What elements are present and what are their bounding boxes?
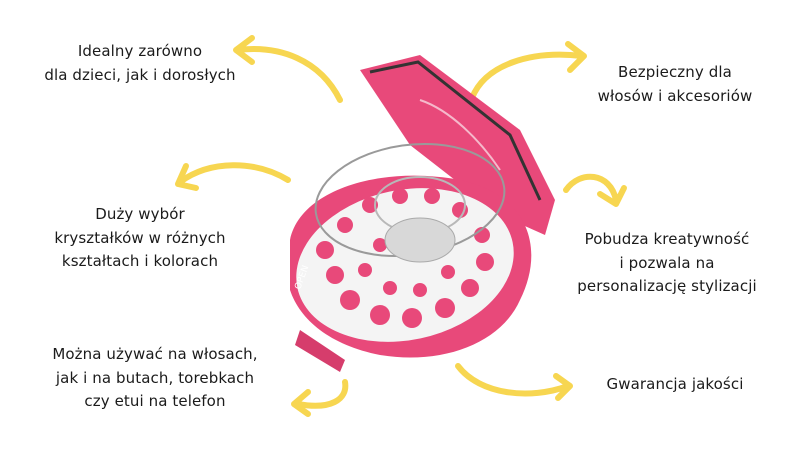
feature-creativity: Pobudza kreatywność i pozwala na persona… <box>577 228 756 299</box>
feature-usage: Można używać na włosach, jak i na butach… <box>52 343 257 414</box>
feature-choice: Duży wybór kryształków w różnych kształt… <box>54 203 225 274</box>
feature-quality: Gwarancja jakości <box>607 373 744 397</box>
feature-text: Duży wybór <box>95 205 185 223</box>
feature-text: Idealny zarówno <box>77 42 203 60</box>
arrow-icon <box>469 41 587 101</box>
arrow-icon <box>175 162 291 191</box>
feature-text: włosów i akcesoriów <box>597 86 753 105</box>
feature-text: dla dzieci, jak i dorosłych <box>44 65 236 84</box>
arrow-icon <box>455 363 573 401</box>
feature-text: Bezpieczny dla <box>618 63 732 81</box>
arrow-icon <box>563 173 627 207</box>
feature-text: i pozwala na <box>619 253 715 272</box>
feature-text: Pobudza kreatywność <box>584 230 750 248</box>
crystal-applicator-device: OPEN <box>290 55 555 372</box>
feature-text: kryształków w różnych <box>54 228 226 247</box>
feature-text: jak i na butach, torebkach <box>55 368 255 387</box>
feature-text: personalizację stylizacji <box>577 277 757 295</box>
arrow-icon <box>291 379 349 417</box>
feature-kids-adults: Idealny zarówno dla dzieci, jak i dorosł… <box>44 40 235 87</box>
feature-text: kształtach i kolorach <box>61 252 219 270</box>
feature-text: Można używać na włosach, <box>52 345 258 363</box>
feature-safe: Bezpieczny dla włosów i akcesoriów <box>598 61 753 108</box>
crystal-slots <box>316 188 494 328</box>
feature-text: czy etui na telefon <box>84 392 226 410</box>
arrow-icon <box>233 35 343 103</box>
feature-text: Gwarancja jakości <box>606 375 744 393</box>
arrows <box>175 35 627 417</box>
